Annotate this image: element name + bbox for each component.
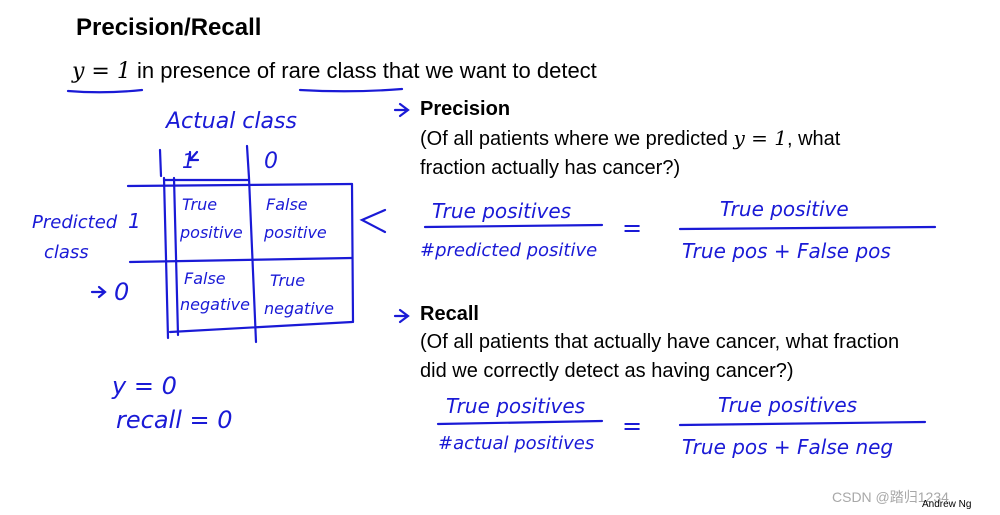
precision-numerator-1: True positives [432,199,571,223]
matrix-row-1: 1 [128,209,141,233]
arrow-point-fp [359,208,387,234]
cell-tn-line2: negative [264,299,334,318]
cell-tp-line2: positive [179,223,243,242]
predicted-label-line1: Predicted [32,212,118,233]
precision-description: (Of all patients where we predicted y = … [420,124,840,183]
recall-heading: Recall [420,303,479,325]
precision-equals: = [622,214,642,242]
arrow-to-precision [393,102,410,118]
matrix-top-line [126,182,354,188]
recall-numerator-2: True positives [718,393,857,417]
slide-subtitle: y = 1 in presence of rare class that we … [72,58,597,84]
watermark: CSDN @踏归1234 [832,489,949,505]
precision-description-line1: (Of all patients where we predicted y = … [420,126,841,150]
subtitle-text-before: in presence of [130,58,282,83]
recall-fraction-bar-1 [436,419,604,426]
subtitle-highlight: rare class [281,58,377,83]
cell-fn-line1: False [184,269,226,288]
actual-class-label: Actual class [164,109,297,134]
recall-equals: = [622,412,642,440]
recall-fraction-bar-2 [678,420,927,427]
arrow-col1 [188,150,200,162]
matrix-left-line-2 [172,176,180,337]
precision-denominator-1: #predicted positive [420,240,597,261]
slide-title: Precision/Recall [76,14,262,41]
precision-description-line2: fraction actually has cancer?) [420,157,681,179]
predicted-label-line2: class [44,242,89,263]
matrix-left-tick [158,148,163,178]
underline-equation [66,88,144,94]
cell-tn-line1: True [270,271,305,290]
cell-fp-line1: False [266,195,308,214]
matrix-bottom-line [168,320,354,334]
precision-denominator-2: True pos + False pos [682,239,891,263]
subtitle-equation: y = 1 [72,59,131,84]
precision-fraction-bar-2 [678,225,937,231]
recall-numerator-1: True positives [446,394,585,418]
matrix-right-line [350,182,355,324]
matrix-left-line [162,176,170,340]
cell-fn-line2: negative [180,295,250,314]
recall-denominator-1: #actual positives [438,433,594,454]
precision-heading: Precision [420,98,511,120]
precision-fraction-bar-1 [423,223,604,229]
matrix-middle-line [128,256,354,264]
recall-denominator-2: True pos + False neg [682,435,893,459]
recall-description-line1: (Of all patients that actually have canc… [420,331,900,353]
precision-numerator-2: True positive [720,197,849,221]
subtitle-text-after: that we want to detect [376,58,597,83]
recall-description-line2: did we correctly detect as having cancer… [420,360,794,382]
underline-rare-class [298,87,404,93]
arrow-row0 [90,285,107,299]
cell-fp-line2: positive [263,223,327,242]
note-y-equals: y = 0 [111,372,177,400]
recall-description: (Of all patients that actually have canc… [420,328,899,386]
author-credit: Andrew Ng [922,499,972,510]
matrix-row-0: 0 [114,278,129,306]
note-recall-equals: recall = 0 [116,406,233,434]
matrix-col-0: 0 [264,149,278,174]
arrow-to-recall [393,308,410,324]
matrix-col-1: 1 [182,149,195,173]
cell-tp-line1: True [182,195,217,214]
